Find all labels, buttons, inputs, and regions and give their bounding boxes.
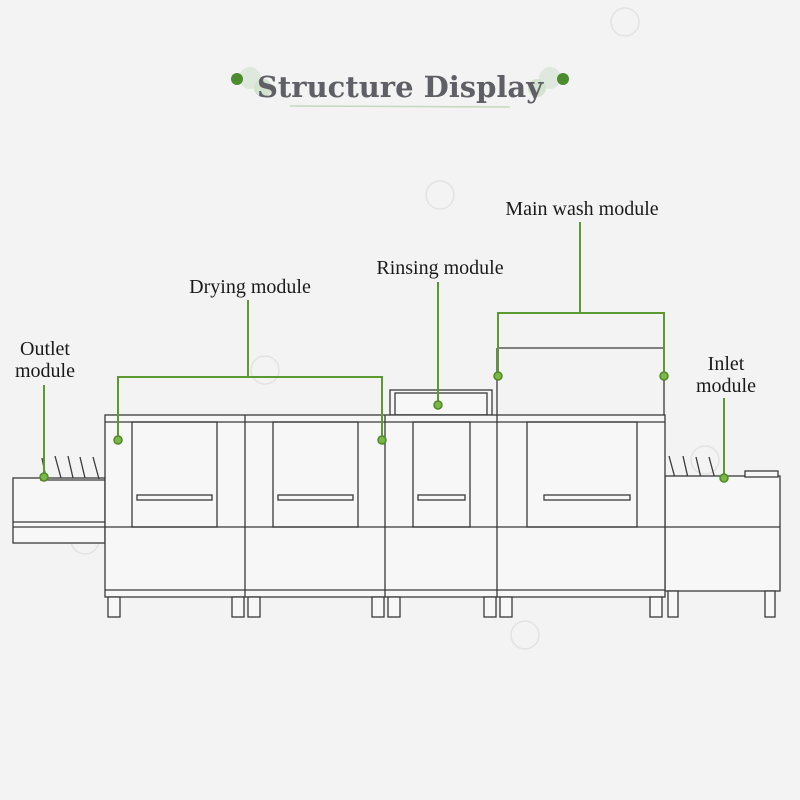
outlet-module-label-2: module bbox=[15, 360, 75, 382]
outlet-module-label-1: Outlet bbox=[20, 338, 70, 360]
drying-callout-line bbox=[117, 300, 383, 440]
inlet-module-label-2: module bbox=[696, 375, 756, 397]
main-wash-module-label: Main wash module bbox=[505, 198, 658, 220]
main-wash-callout-line bbox=[497, 222, 665, 376]
drying-module-label: Drying module bbox=[189, 276, 311, 298]
title-decoration bbox=[231, 67, 569, 108]
inlet-module-label-1: Inlet bbox=[708, 353, 745, 375]
rinsing-module-label: Rinsing module bbox=[376, 257, 503, 279]
page-title: Structure Display bbox=[257, 70, 544, 104]
outlet-callout-dot bbox=[39, 472, 49, 482]
dishwasher-machine bbox=[12, 347, 781, 618]
callouts bbox=[39, 222, 729, 483]
